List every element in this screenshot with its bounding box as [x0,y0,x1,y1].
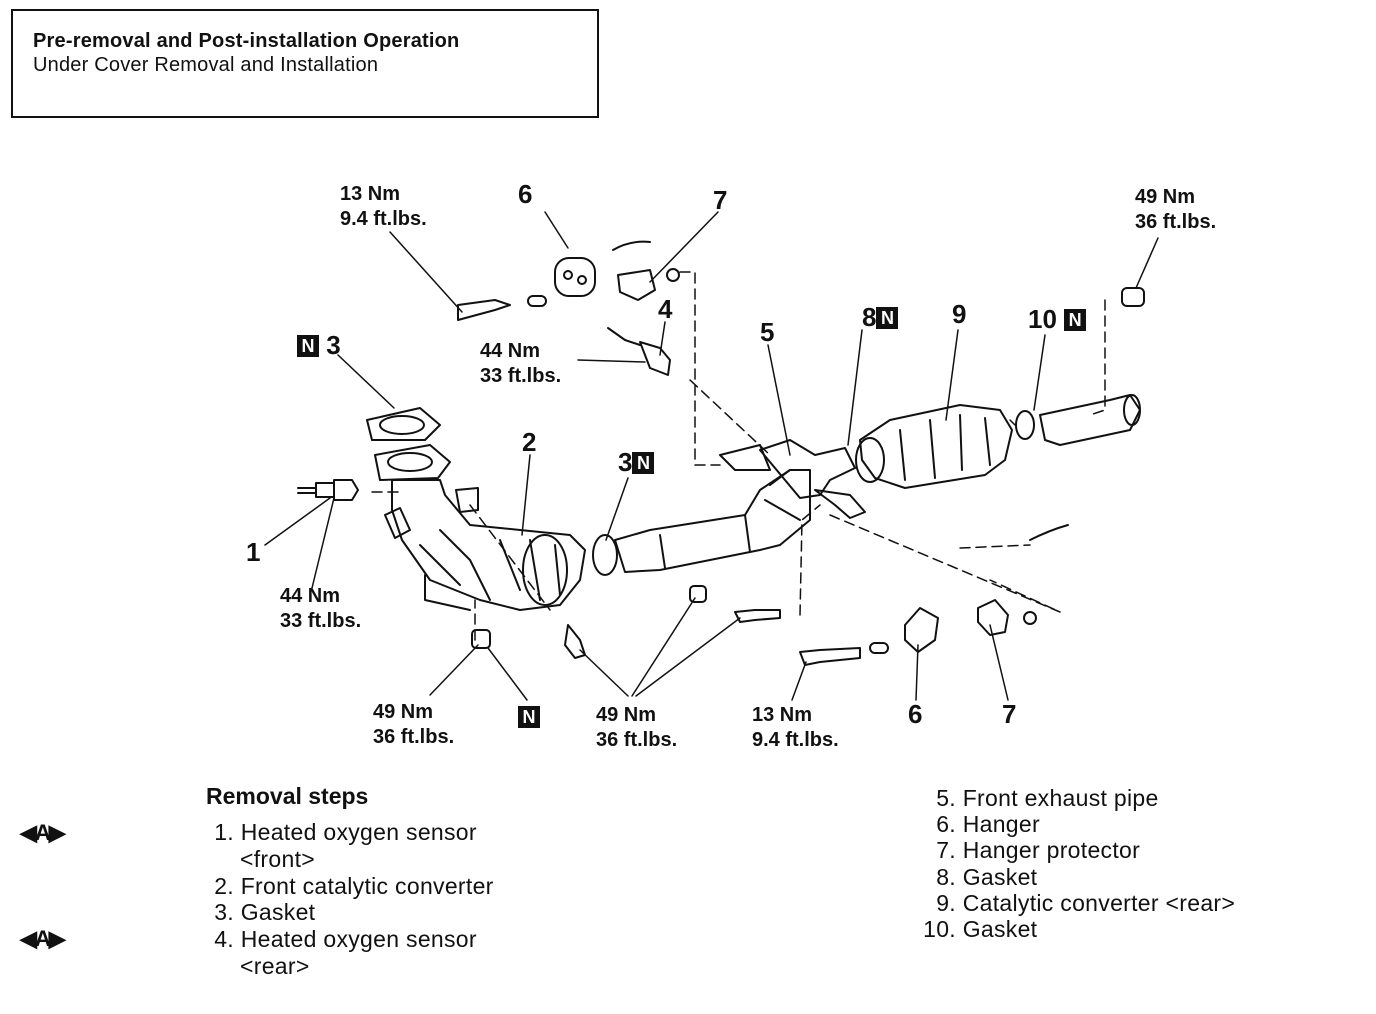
torque-value-nm: 49 Nm [373,701,434,723]
step-1-sub: <front> [240,846,315,872]
step-text: Gasket [962,864,1038,890]
part-number-5: 5 [760,317,775,347]
torque-value-ftlbs: 33 ft.lbs. [280,610,362,632]
step-2: 2. Front catalytic converter [206,873,494,899]
step-number: 4. [214,926,234,952]
rear-catalytic-converter-shape [855,394,1141,489]
part-number-7-bottom: 7 [1002,699,1017,729]
mounting-dash-lines [369,271,1106,641]
step-text: Heated oxygen sensor [240,819,477,845]
step-4: 4. Heated oxygen sensor [206,926,477,952]
leader-lines [264,211,1159,701]
part-number-1: 1 [246,537,261,567]
part-number-9: 9 [952,299,967,329]
hanger-bottom-shapes [799,524,1069,666]
part-number-10: 10 N [1028,304,1087,334]
torque-value-ftlbs: 36 ft.lbs. [1135,211,1217,233]
step-number: 6. [936,811,956,837]
torque-13nm-top: 13 Nm 9.4 ft.lbs. [340,182,427,232]
step-text: Heated oxygen sensor [240,926,477,952]
operation-title: Pre-removal and Post-installation Operat… [33,30,460,52]
step-number: 3. [214,899,234,925]
step-text: Hanger protector [962,837,1141,863]
step-number: 7. [936,837,956,863]
rear-oxygen-sensor-shape [607,327,671,376]
torque-49nm-left: 49 Nm 36 ft.lbs. [373,700,454,750]
step-5: 5. Front exhaust pipe [918,785,1159,811]
n-badge: N [876,307,899,329]
step-number: 9. [936,890,956,916]
part-number-value: 8 [862,302,877,332]
n-badge: N [1064,309,1087,331]
torque-value-ftlbs: 33 ft.lbs. [480,365,562,387]
operation-box: Pre-removal and Post-installation Operat… [11,9,599,118]
step-number: 1. [214,819,234,845]
torque-value-nm: 44 Nm [280,585,341,607]
part-number-value: 10 [1028,304,1057,334]
step-text: Gasket [962,916,1038,942]
step-number: 10. [923,916,956,942]
operation-subtitle: Under Cover Removal and Installation [33,54,379,76]
step-number: 8. [936,864,956,890]
torque-value-nm: 13 Nm [752,704,813,726]
torque-value-ftlbs: 36 ft.lbs. [373,726,455,748]
part-number-3-top: N 3 [297,331,341,359]
hanger-top-shapes [457,240,680,321]
step-text: Hanger [962,811,1040,837]
step-number: 2. [214,873,234,899]
n-badge: N [297,335,319,357]
step-text: Front catalytic converter [240,873,494,899]
step-text: Front exhaust pipe [962,785,1159,811]
torque-44nm-left: 44 Nm 33 ft.lbs. [280,584,361,634]
step-7: 7. Hanger protector [918,837,1140,863]
part-number-value: 3 [326,330,341,360]
n-badge: N [518,706,540,728]
front-oxygen-sensor-shape [297,479,359,501]
torque-49nm-center: 49 Nm 36 ft.lbs. [596,703,677,753]
step-3: 3. Gasket [206,899,315,925]
front-catalytic-converter-shape [384,479,586,611]
front-exhaust-pipe-shape [614,439,866,573]
part-number-7-top: 7 [713,185,728,215]
torque-13nm-bottom: 13 Nm 9.4 ft.lbs. [752,703,839,753]
step-10: 10. Gasket [918,916,1037,942]
part-number-2: 2 [522,427,537,457]
part-number-6-top: 6 [518,179,533,209]
nut-shapes [471,287,1145,659]
step-4-sub: <rear> [240,953,310,979]
n-badge-bottom: N [518,702,540,730]
torque-value-nm: 13 Nm [340,183,401,205]
step-1: 1. Heated oxygen sensor [206,819,477,845]
part-number-4: 4 [658,294,673,324]
step-6: 6. Hanger [918,811,1040,837]
torque-49nm-top: 49 Nm 36 ft.lbs. [1135,185,1216,235]
step-9: 9. Catalytic converter <rear> [918,890,1235,916]
torque-value-ftlbs: 36 ft.lbs. [596,729,678,751]
part-number-6-bottom: 6 [908,699,923,729]
torque-value-ftlbs: 9.4 ft.lbs. [752,729,839,751]
step-text: Catalytic converter <rear> [962,890,1236,916]
gasket-front-shapes [366,407,451,481]
torque-44nm-mid: 44 Nm 33 ft.lbs. [480,339,561,389]
step-text: Gasket [240,899,316,925]
n-badge: N [632,452,655,474]
torque-value-nm: 49 Nm [1135,186,1196,208]
step-8: 8. Gasket [918,864,1037,890]
torque-value-nm: 49 Nm [596,704,657,726]
torque-value-ftlbs: 9.4 ft.lbs. [340,208,427,230]
gasket-mid-shape [592,534,618,576]
service-point-a-marker: ◀A▶ [20,926,66,951]
step-number: 5. [936,785,956,811]
service-point-a-marker: ◀A▶ [20,820,66,845]
removal-steps-title: Removal steps [206,783,369,809]
part-number-value: 3 [618,447,633,477]
torque-value-nm: 44 Nm [480,340,541,362]
